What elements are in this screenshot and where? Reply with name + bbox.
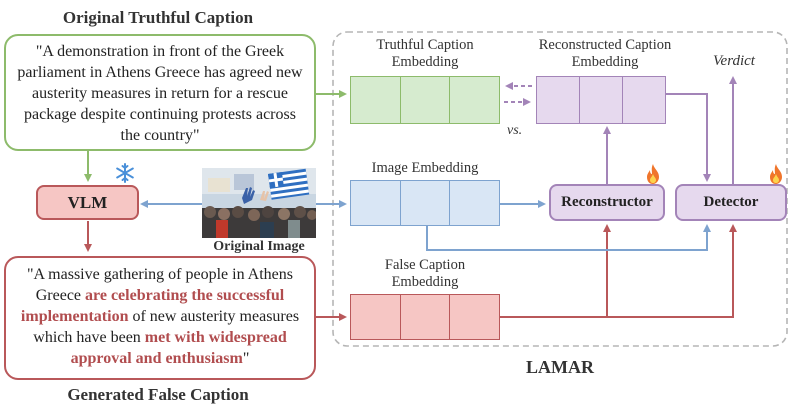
false-caption-highlight-1: are celebrating the successful implement…	[20, 287, 285, 325]
arrow-image-to-detector	[426, 224, 711, 251]
vlm-label: VLM	[67, 192, 108, 212]
embedding-cell	[450, 295, 499, 339]
false-caption-highlight-2: met with widespread approval and enthusi…	[70, 329, 287, 367]
embedding-cell	[450, 77, 499, 123]
embedding-cell	[351, 295, 401, 339]
embedding-cell	[401, 181, 451, 225]
original-image-label: Original Image	[213, 239, 305, 254]
lamar-container	[332, 31, 788, 347]
truthful-caption-title: Original Truthful Caption	[62, 8, 254, 27]
snowflake-icon	[116, 163, 134, 183]
embedding-cell	[450, 181, 499, 225]
false-caption-text-2: of new austerity measures which have bee…	[33, 308, 300, 346]
arrow-false-to-reconstructor	[500, 224, 611, 318]
verdict-label: Verdict	[713, 53, 755, 69]
detector-module: Detector	[675, 184, 787, 221]
image-embedding	[350, 180, 500, 226]
embedding-cell	[537, 77, 580, 123]
fire-icon	[770, 164, 782, 184]
false-caption-box: "A massive gathering of people in Athens…	[4, 256, 316, 380]
truthful-caption-box: "A demonstration in front of the Greek p…	[4, 34, 316, 151]
reconstructor-module: Reconstructor	[549, 184, 665, 221]
vlm-module: VLM	[36, 185, 139, 220]
reconstructed-embedding-label: Reconstructed Caption Embedding	[538, 37, 672, 70]
false-caption-text-3: "	[242, 350, 250, 367]
image-embedding-label: Image Embedding	[371, 160, 479, 176]
embedding-cell	[401, 295, 451, 339]
false-embedding	[350, 294, 500, 340]
truthful-embedding	[350, 76, 500, 124]
vs-label: vs.	[507, 123, 523, 138]
arrow-false-to-detector	[607, 224, 737, 318]
truthful-embedding-label: Truthful Caption Embedding	[376, 37, 474, 70]
embedding-cell	[623, 77, 665, 123]
arrow-reconstructed-to-detector	[665, 93, 711, 182]
false-embedding-label: False Caption Embedding	[384, 257, 466, 290]
false-caption-title: Generated False Caption	[67, 385, 249, 404]
original-image	[202, 168, 316, 238]
embedding-cell	[351, 181, 401, 225]
false-caption-text-1: "A massive gathering of people in Athens…	[26, 266, 294, 304]
truthful-caption-text: "A demonstration in front of the Greek p…	[17, 43, 303, 144]
detector-label: Detector	[703, 194, 759, 210]
embedding-cell	[401, 77, 451, 123]
embedding-cell	[580, 77, 623, 123]
lamar-title: LAMAR	[526, 357, 594, 377]
reconstructed-embedding	[536, 76, 666, 124]
fire-icon	[647, 164, 659, 184]
reconstructor-label: Reconstructor	[561, 194, 653, 210]
embedding-cell	[351, 77, 401, 123]
